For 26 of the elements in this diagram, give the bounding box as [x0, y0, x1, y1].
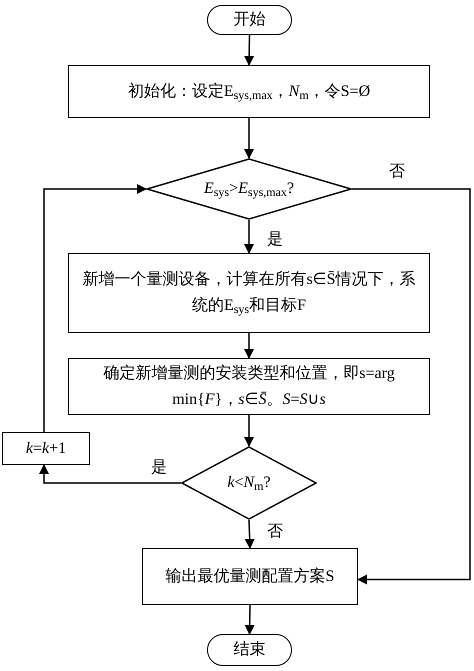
step-text: 开始 [234, 10, 266, 30]
process-box [68, 65, 430, 118]
arrow [244, 220, 254, 254]
condition-text: E$_{sys}$>E$_{sys,max}$? [204, 179, 294, 201]
arrow [244, 333, 254, 359]
step-text: 输出最优量测配置方案S [166, 566, 334, 586]
arrow [39, 464, 181, 484]
end-terminal [207, 634, 292, 666]
process-box [68, 253, 430, 333]
arrow [244, 34, 254, 66]
step-text: 初始化：设定E$_{sys,max}$，N$_{m}$，令S=Ø [128, 82, 370, 104]
condition-text: k<N$_{m}$? [227, 473, 271, 495]
process-box [68, 358, 430, 415]
arrow [244, 520, 255, 549]
start-terminal [207, 5, 292, 35]
step-text: 新增一个量测设备，计算在所有s∈S̄情况下，系统的E$_{sys}$和目标F [81, 270, 417, 318]
step-text: 结束 [234, 640, 266, 660]
process-box [2, 432, 90, 465]
output-box [142, 548, 358, 605]
arrow [244, 118, 254, 159]
arrow [352, 188, 471, 584]
arrow [244, 604, 255, 635]
arrow [244, 415, 254, 447]
step-text: k=k+1 [26, 438, 66, 458]
arrow [43, 184, 147, 432]
step-text: 确定新增量测的安装类型和位置，即s=arg min{F}，s∈S̄。S=S∪s [102, 364, 396, 410]
